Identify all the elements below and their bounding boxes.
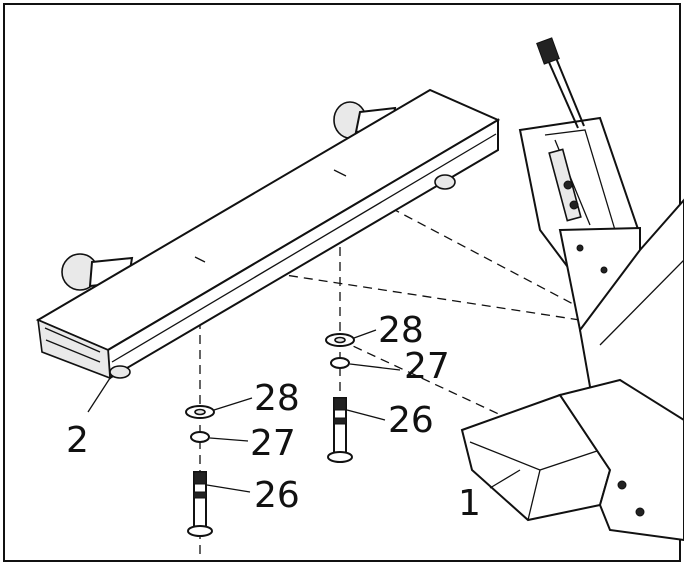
callout-lockwasher-27-left: 27 [250,423,296,464]
hardware-left [185,405,215,537]
callout-lockwasher-27-right: 27 [404,346,450,387]
callout-washer-28-left: 28 [254,378,300,419]
bolt-26-right [327,397,353,463]
callout-part-1: 1 [458,483,481,524]
callout-bolt-26-left: 26 [254,475,300,516]
lockwasher-27-right [330,357,350,369]
callout-bolt-26-right: 26 [388,400,434,441]
washer-28-left-hole [194,408,206,416]
callout-washer-28-right: 28 [378,310,424,351]
lockwasher-27-left [190,431,210,443]
stabilizer-bar [35,88,501,380]
leader-lines [87,329,521,493]
callout-part-2: 2 [66,420,89,461]
bolt-26-left [187,471,213,537]
washer-28-right-hole [334,336,346,344]
main-frame [460,37,684,542]
hardware-right [325,333,355,463]
